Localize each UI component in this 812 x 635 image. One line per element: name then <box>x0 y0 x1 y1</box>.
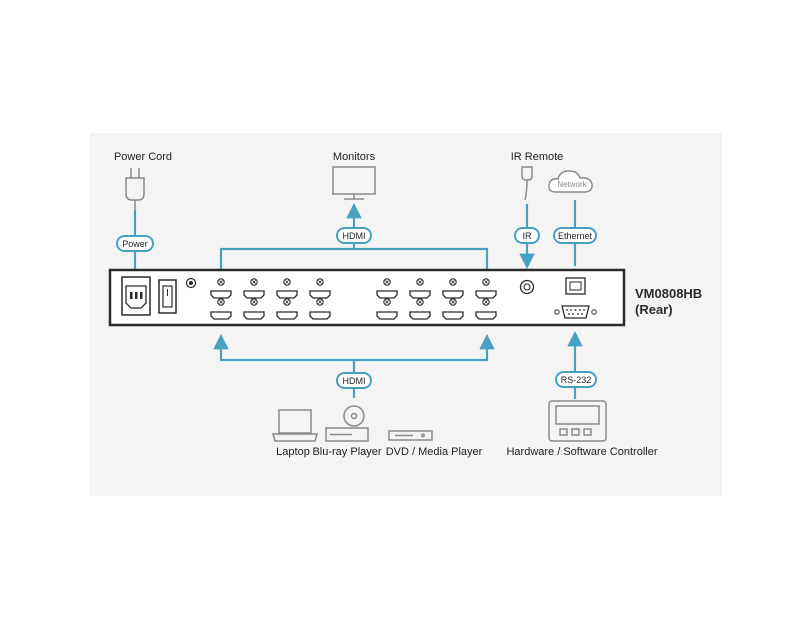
hdmi-port-screw-mark <box>285 300 289 304</box>
hdmi-port <box>243 278 265 299</box>
hdmi-port <box>475 278 497 299</box>
hdmi-port-socket <box>475 311 497 320</box>
hdmi-port <box>276 298 298 320</box>
hdmi-port <box>243 298 265 320</box>
hdmi-port-socket <box>276 290 298 299</box>
hdmi-port-screw-mark <box>318 300 322 304</box>
pill-ir: IR <box>514 227 540 244</box>
laptop-icon <box>272 409 318 442</box>
power-switch <box>158 279 177 314</box>
hdmi-port-socket <box>309 290 331 299</box>
model-name: VM0808HB <box>635 286 702 301</box>
hdmi-port <box>442 298 464 320</box>
network-label: Network <box>557 180 587 189</box>
pill-hdmi-out-label: HDMI <box>343 231 366 241</box>
controller-panel-icon <box>548 400 607 442</box>
hdmi-port-screw-mark <box>385 300 389 304</box>
hdmi-port <box>442 278 464 299</box>
pill-ir-label: IR <box>523 231 533 241</box>
ir-remote-label: IR Remote <box>511 151 564 163</box>
pill-ethernet: Ethernet <box>553 227 597 244</box>
hdmi-port-socket <box>442 311 464 320</box>
dvd-player-icon <box>388 430 433 441</box>
pill-hdmi-out: HDMI <box>336 227 372 244</box>
hdmi-port-socket <box>442 290 464 299</box>
hdmi-port-socket <box>210 311 232 320</box>
hdmi-port-socket <box>276 311 298 320</box>
hdmi-port-screw-mark <box>219 300 223 304</box>
hdmi-port-screw-mark <box>418 300 422 304</box>
model-view: (Rear) <box>635 302 673 317</box>
pill-hdmi-in: HDMI <box>336 372 372 389</box>
hdmi-port <box>210 278 232 299</box>
hdmi-port <box>475 298 497 320</box>
network-cloud-icon: Network <box>548 170 593 193</box>
monitor-icon <box>332 166 376 200</box>
rs232-port <box>554 305 597 319</box>
pill-ethernet-label: Ethernet <box>558 231 593 241</box>
hdmi-port-screw-mark <box>318 280 322 284</box>
hdmi-port <box>276 278 298 299</box>
pill-hdmi-in-label: HDMI <box>343 376 366 386</box>
monitors-label: Monitors <box>333 151 376 163</box>
hdmi-port <box>309 298 331 320</box>
hdmi-port-screw-mark <box>219 280 223 284</box>
dvd-label: DVD / Media Player <box>386 446 483 458</box>
hdmi-port-screw-mark <box>285 280 289 284</box>
ground-screw <box>185 277 197 289</box>
switch-rear-panel <box>108 268 626 327</box>
hdmi-port-socket <box>243 311 265 320</box>
hdmi-port-socket <box>309 311 331 320</box>
pill-power-label: Power <box>122 239 148 249</box>
bluray-label: Blu-ray Player <box>312 446 381 458</box>
hdmi-port-screw-mark <box>451 300 455 304</box>
hdmi-port <box>376 278 398 299</box>
hdmi-port-socket <box>376 290 398 299</box>
hdmi-port-screw-mark <box>484 300 488 304</box>
hdmi-port-screw-mark <box>451 280 455 284</box>
hdmi-port <box>309 278 331 299</box>
hdmi-port-screw-mark <box>252 280 256 284</box>
hdmi-port-socket <box>210 290 232 299</box>
hdmi-port <box>409 298 431 320</box>
hdmi-port-screw-mark <box>484 280 488 284</box>
hdmi-port-array <box>210 278 497 320</box>
hdmi-port-screw-mark <box>252 300 256 304</box>
ethernet-port <box>565 277 586 295</box>
ir-sensor-icon <box>521 166 533 201</box>
hdmi-port-screw-mark <box>385 280 389 284</box>
power-inlet <box>121 276 151 316</box>
hdmi-port-screw-mark <box>418 280 422 284</box>
hdmi-port-socket <box>475 290 497 299</box>
ir-jack <box>519 279 535 295</box>
power-plug-icon <box>125 168 145 210</box>
pill-power: Power <box>116 235 154 252</box>
hdmi-port-socket <box>376 311 398 320</box>
pill-rs232: RS-232 <box>555 371 597 388</box>
hdmi-port-socket <box>409 290 431 299</box>
bluray-player-icon <box>325 405 369 442</box>
hdmi-port <box>210 298 232 320</box>
hdmi-port <box>409 278 431 299</box>
power-cord-label: Power Cord <box>114 151 172 163</box>
hdmi-port-socket <box>243 290 265 299</box>
laptop-label: Laptop <box>276 446 310 458</box>
hdmi-port <box>376 298 398 320</box>
pill-rs232-label: RS-232 <box>561 375 592 385</box>
controller-label: Hardware / Software Controller <box>506 446 657 458</box>
hdmi-port-socket <box>409 311 431 320</box>
